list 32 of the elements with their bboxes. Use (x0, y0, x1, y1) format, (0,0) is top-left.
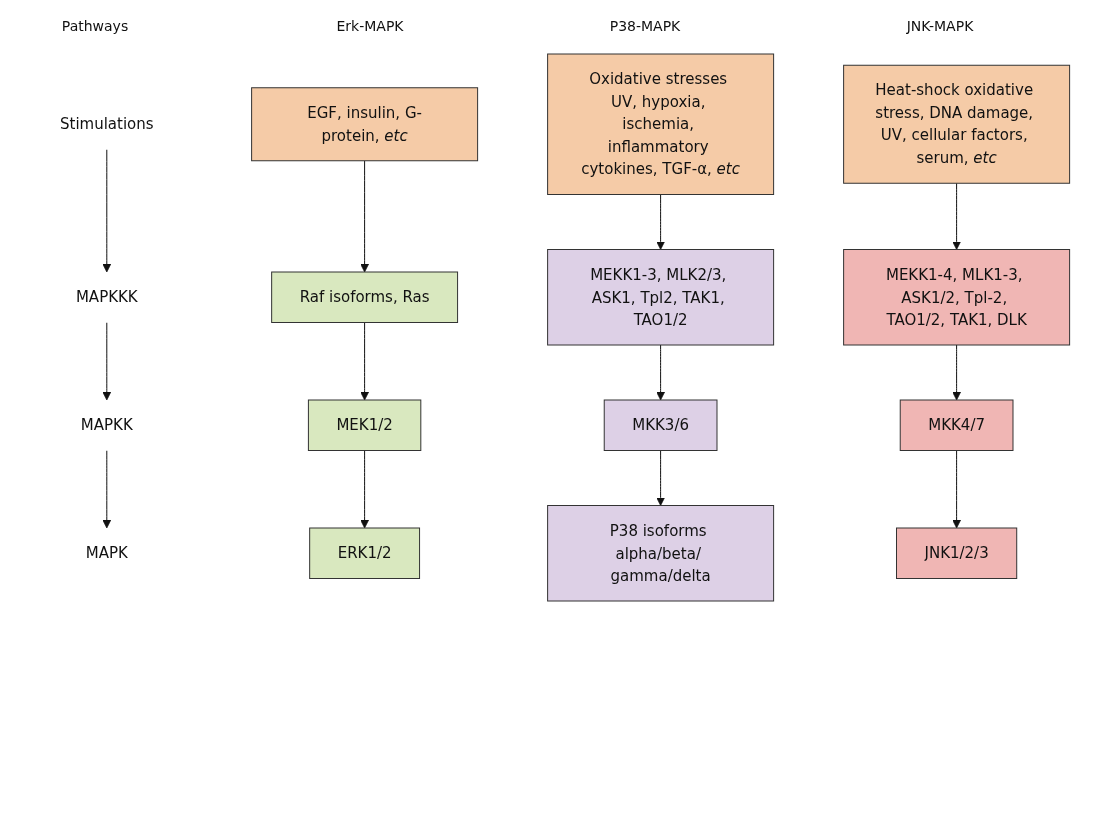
arrow (656, 194, 666, 250)
arrow (656, 450, 666, 506)
node-text: MAPKK (81, 416, 133, 434)
column-heading: JNK-MAPK (906, 18, 974, 34)
node-text: Stimulations (60, 115, 154, 133)
node-box: Heat-shock oxidative stress, DNA damage, UV, cellular factors, serum, etc (843, 64, 1071, 184)
arrow (102, 450, 112, 529)
node-box: Raf isoforms, Ras (271, 271, 459, 323)
arrow (360, 450, 370, 529)
node-box: MKK4/7 (899, 399, 1014, 451)
column-heading: Erk-MAPK (336, 18, 404, 34)
node-box: MEKK1-4, MLK1-3, ASK1/2, Tpl-2, TAO1/2, TAK1, DLK (843, 249, 1071, 346)
arrow (952, 182, 962, 250)
node-text: MAPK (85, 544, 129, 562)
arrow (952, 450, 962, 529)
node-box: MEKK1-3, MLK2/3, ASK1, Tpl2, TAK1, TAO1/2 (547, 249, 775, 346)
node-box: MKK3/6 (603, 399, 718, 451)
node-box: JNK1/2/3 (896, 527, 1018, 579)
arrow (102, 322, 112, 401)
node-box: Oxidative stresses UV, hypoxia, ischemia, inflammatory cytokines, TGF-α, etc (547, 53, 775, 195)
node-box: ERK1/2 (309, 527, 421, 579)
column-heading: P38-MAPK (609, 18, 681, 34)
node-box: P38 isoforms alpha/beta/ gamma/delta (547, 505, 775, 602)
arrow (360, 160, 370, 273)
arrow (360, 322, 370, 401)
arrow (952, 344, 962, 401)
row-heading: Pathways (61, 18, 129, 34)
arrow (656, 344, 666, 401)
arrow (102, 149, 112, 273)
node-box: MEK1/2 (308, 399, 422, 451)
node-text: MAPKKK (76, 288, 138, 306)
node-box: EGF, insulin, G-protein, etc (251, 87, 479, 162)
